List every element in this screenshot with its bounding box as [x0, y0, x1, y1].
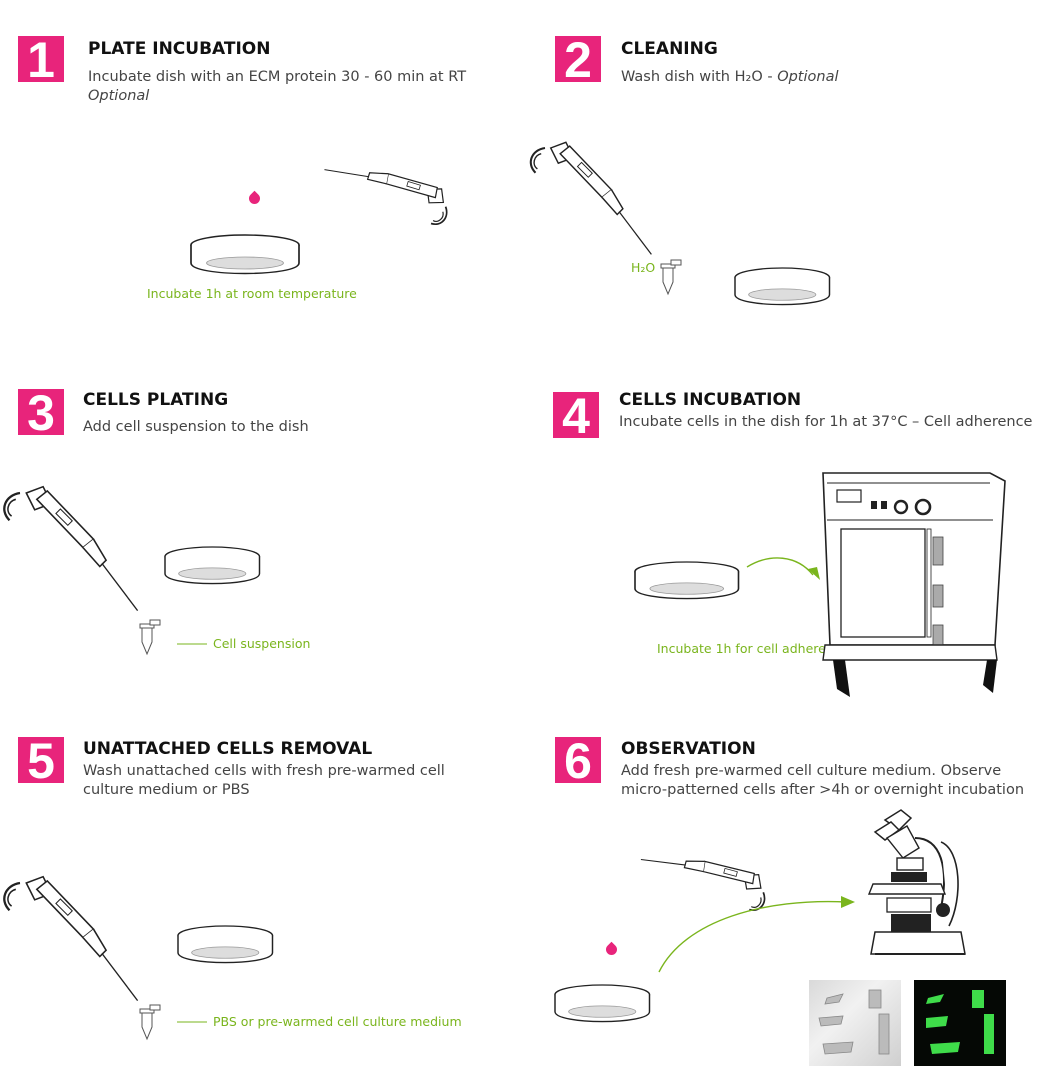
- microscope-icon: [867, 809, 966, 955]
- tube-icon: [660, 259, 682, 295]
- petri-dish-icon: [177, 925, 274, 964]
- drop-icon: [603, 941, 620, 958]
- step-number: 3: [18, 389, 64, 435]
- connector-line: [177, 1021, 207, 1023]
- step-number: 1: [18, 36, 64, 82]
- step-title: CLEANING: [621, 39, 718, 59]
- step-description: Incubate cells in the dish for 1h at 37°…: [619, 414, 1033, 430]
- arrow-icon: [746, 557, 820, 580]
- petri-dish-icon: [190, 234, 300, 275]
- pipette-icon: [529, 141, 653, 256]
- h2o-label: H₂O: [631, 260, 656, 275]
- arrow-icon: [658, 896, 855, 973]
- pipette-icon: [323, 124, 457, 261]
- dish-label: Incubate 1h at room temperature: [147, 286, 357, 301]
- tube-icon: [139, 619, 161, 655]
- pbs-label: PBS or pre-warmed cell culture medium: [213, 1014, 462, 1029]
- brightfield-cell-image: [809, 980, 901, 1066]
- step-description: Add cell suspension to the dish: [83, 419, 309, 435]
- incubation-label: Incubate 1h for cell adherence: [657, 641, 849, 656]
- connector-line: [177, 643, 207, 645]
- pipette-icon: [3, 875, 139, 1002]
- step-description: Incubate dish with an ECM protein 30 - 6…: [88, 69, 467, 104]
- step-description: Wash unattached cells with fresh pre-war…: [83, 763, 445, 798]
- step-title: PLATE INCUBATION: [88, 39, 271, 59]
- step-description: Add fresh pre-warmed cell culture medium…: [621, 763, 1025, 798]
- step-title: OBSERVATION: [621, 739, 756, 759]
- step-title: CELLS INCUBATION: [619, 390, 802, 410]
- petri-dish-icon: [164, 546, 261, 585]
- step-number: 2: [555, 36, 601, 82]
- pipette-icon: [3, 485, 139, 612]
- fluorescence-cell-image: [914, 980, 1006, 1066]
- step-number: 5: [18, 737, 64, 783]
- step-number: 4: [553, 392, 599, 438]
- petri-dish-icon: [734, 267, 831, 306]
- step-title: UNATTACHED CELLS REMOVAL: [83, 739, 373, 759]
- petri-dish-icon: [634, 561, 740, 600]
- cell-suspension-label: Cell suspension: [213, 636, 311, 651]
- tube-icon: [139, 1004, 161, 1040]
- step-description: Wash dish with H₂O - Optional: [621, 69, 839, 85]
- step-number: 6: [555, 737, 601, 783]
- step-title: CELLS PLATING: [83, 390, 229, 410]
- petri-dish-icon: [554, 984, 651, 1023]
- incubator-icon: [822, 472, 1006, 697]
